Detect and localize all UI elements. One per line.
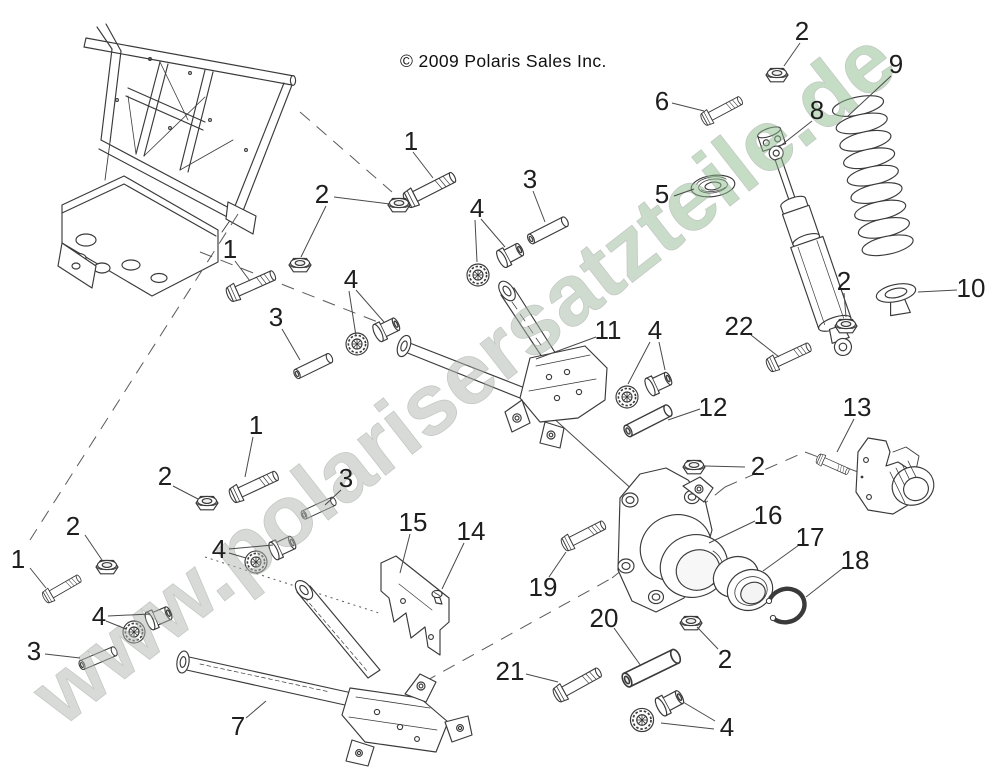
callout-16: 16	[754, 500, 783, 530]
callout-10: 10	[957, 273, 986, 303]
nut-part-2	[679, 615, 703, 631]
callout-2: 2	[718, 644, 732, 674]
callout-17: 17	[796, 522, 825, 552]
guard-plate	[380, 555, 450, 656]
callout-3: 3	[523, 164, 537, 194]
shock-absorber	[757, 126, 853, 357]
bolt-part-1d	[40, 571, 85, 606]
callout-3: 3	[27, 636, 41, 666]
bolt-part-13	[814, 452, 852, 478]
bearing-carrier	[617, 467, 729, 613]
pin-part-12	[621, 402, 675, 439]
callout-4: 4	[648, 315, 662, 345]
bushing-part-4	[370, 314, 403, 344]
callout-9: 9	[889, 49, 903, 79]
callout-1: 1	[223, 234, 237, 264]
lower-a-arm	[176, 580, 473, 767]
callout-22: 22	[725, 311, 754, 341]
callout-4: 4	[344, 264, 358, 294]
bushing-part-4	[493, 239, 527, 270]
callout-1: 1	[249, 410, 263, 440]
callout-2: 2	[158, 461, 172, 491]
nut-part-2	[288, 257, 312, 273]
callout-2: 2	[837, 266, 851, 296]
callout-3: 3	[269, 302, 283, 332]
nut-part-2	[195, 495, 219, 511]
callout-4: 4	[470, 193, 484, 223]
callout-20: 20	[590, 603, 619, 633]
callout-2: 2	[751, 451, 765, 481]
callout-1: 1	[404, 126, 418, 156]
bushing-part-4	[642, 368, 675, 398]
pin-part-3	[291, 352, 335, 381]
pin-part-20	[619, 647, 684, 690]
callout-19: 19	[529, 572, 558, 602]
bolt-part-22	[763, 338, 815, 375]
callout-4: 4	[92, 601, 106, 631]
callout-18: 18	[841, 545, 870, 575]
bushing-part-4	[466, 263, 490, 287]
frame-illustration	[57, 23, 297, 297]
watermark-text: www.polarisersatzteile.de	[14, 12, 913, 744]
callout-14: 14	[457, 516, 486, 546]
watermark: www.polarisersatzteile.de	[13, 11, 913, 744]
callout-11: 11	[595, 315, 622, 345]
bushing-part-4	[615, 385, 639, 409]
callout-4: 4	[212, 534, 226, 564]
callout-5: 5	[655, 179, 669, 209]
callout-2: 2	[315, 179, 329, 209]
snap-ring	[765, 586, 807, 625]
set-screw	[431, 589, 443, 605]
nut-part-2	[387, 197, 411, 213]
bolt-part-19	[558, 516, 609, 554]
callout-7: 7	[231, 711, 245, 741]
callout-12: 12	[699, 392, 728, 422]
callout-21: 21	[496, 656, 525, 686]
callout-15: 15	[399, 507, 428, 537]
brake-caliper	[855, 437, 935, 515]
upper-a-arm	[396, 280, 608, 449]
callout-8: 8	[810, 95, 824, 125]
callout-13: 13	[843, 392, 872, 422]
leader-lines	[29, 42, 958, 730]
callout-1: 1	[11, 544, 25, 574]
nut-part-2	[682, 459, 706, 475]
bushing-part-4	[652, 686, 688, 719]
callout-6: 6	[655, 86, 669, 116]
nut-part-2	[834, 318, 858, 334]
callout-4: 4	[720, 712, 734, 742]
nut-part-2	[95, 559, 119, 575]
bushing-part-4	[629, 707, 655, 733]
copyright-text: © 2009 Polaris Sales Inc.	[400, 51, 607, 71]
coil-spring	[831, 95, 914, 257]
callout-2: 2	[66, 511, 80, 541]
spring-retainer	[875, 283, 917, 317]
bolt-part-21	[550, 663, 605, 705]
carrier-bushing	[712, 555, 774, 612]
spring-washer	[690, 174, 736, 198]
callout-3: 3	[339, 463, 353, 493]
bushing-part-4	[345, 332, 369, 356]
callout-2: 2	[795, 16, 809, 46]
